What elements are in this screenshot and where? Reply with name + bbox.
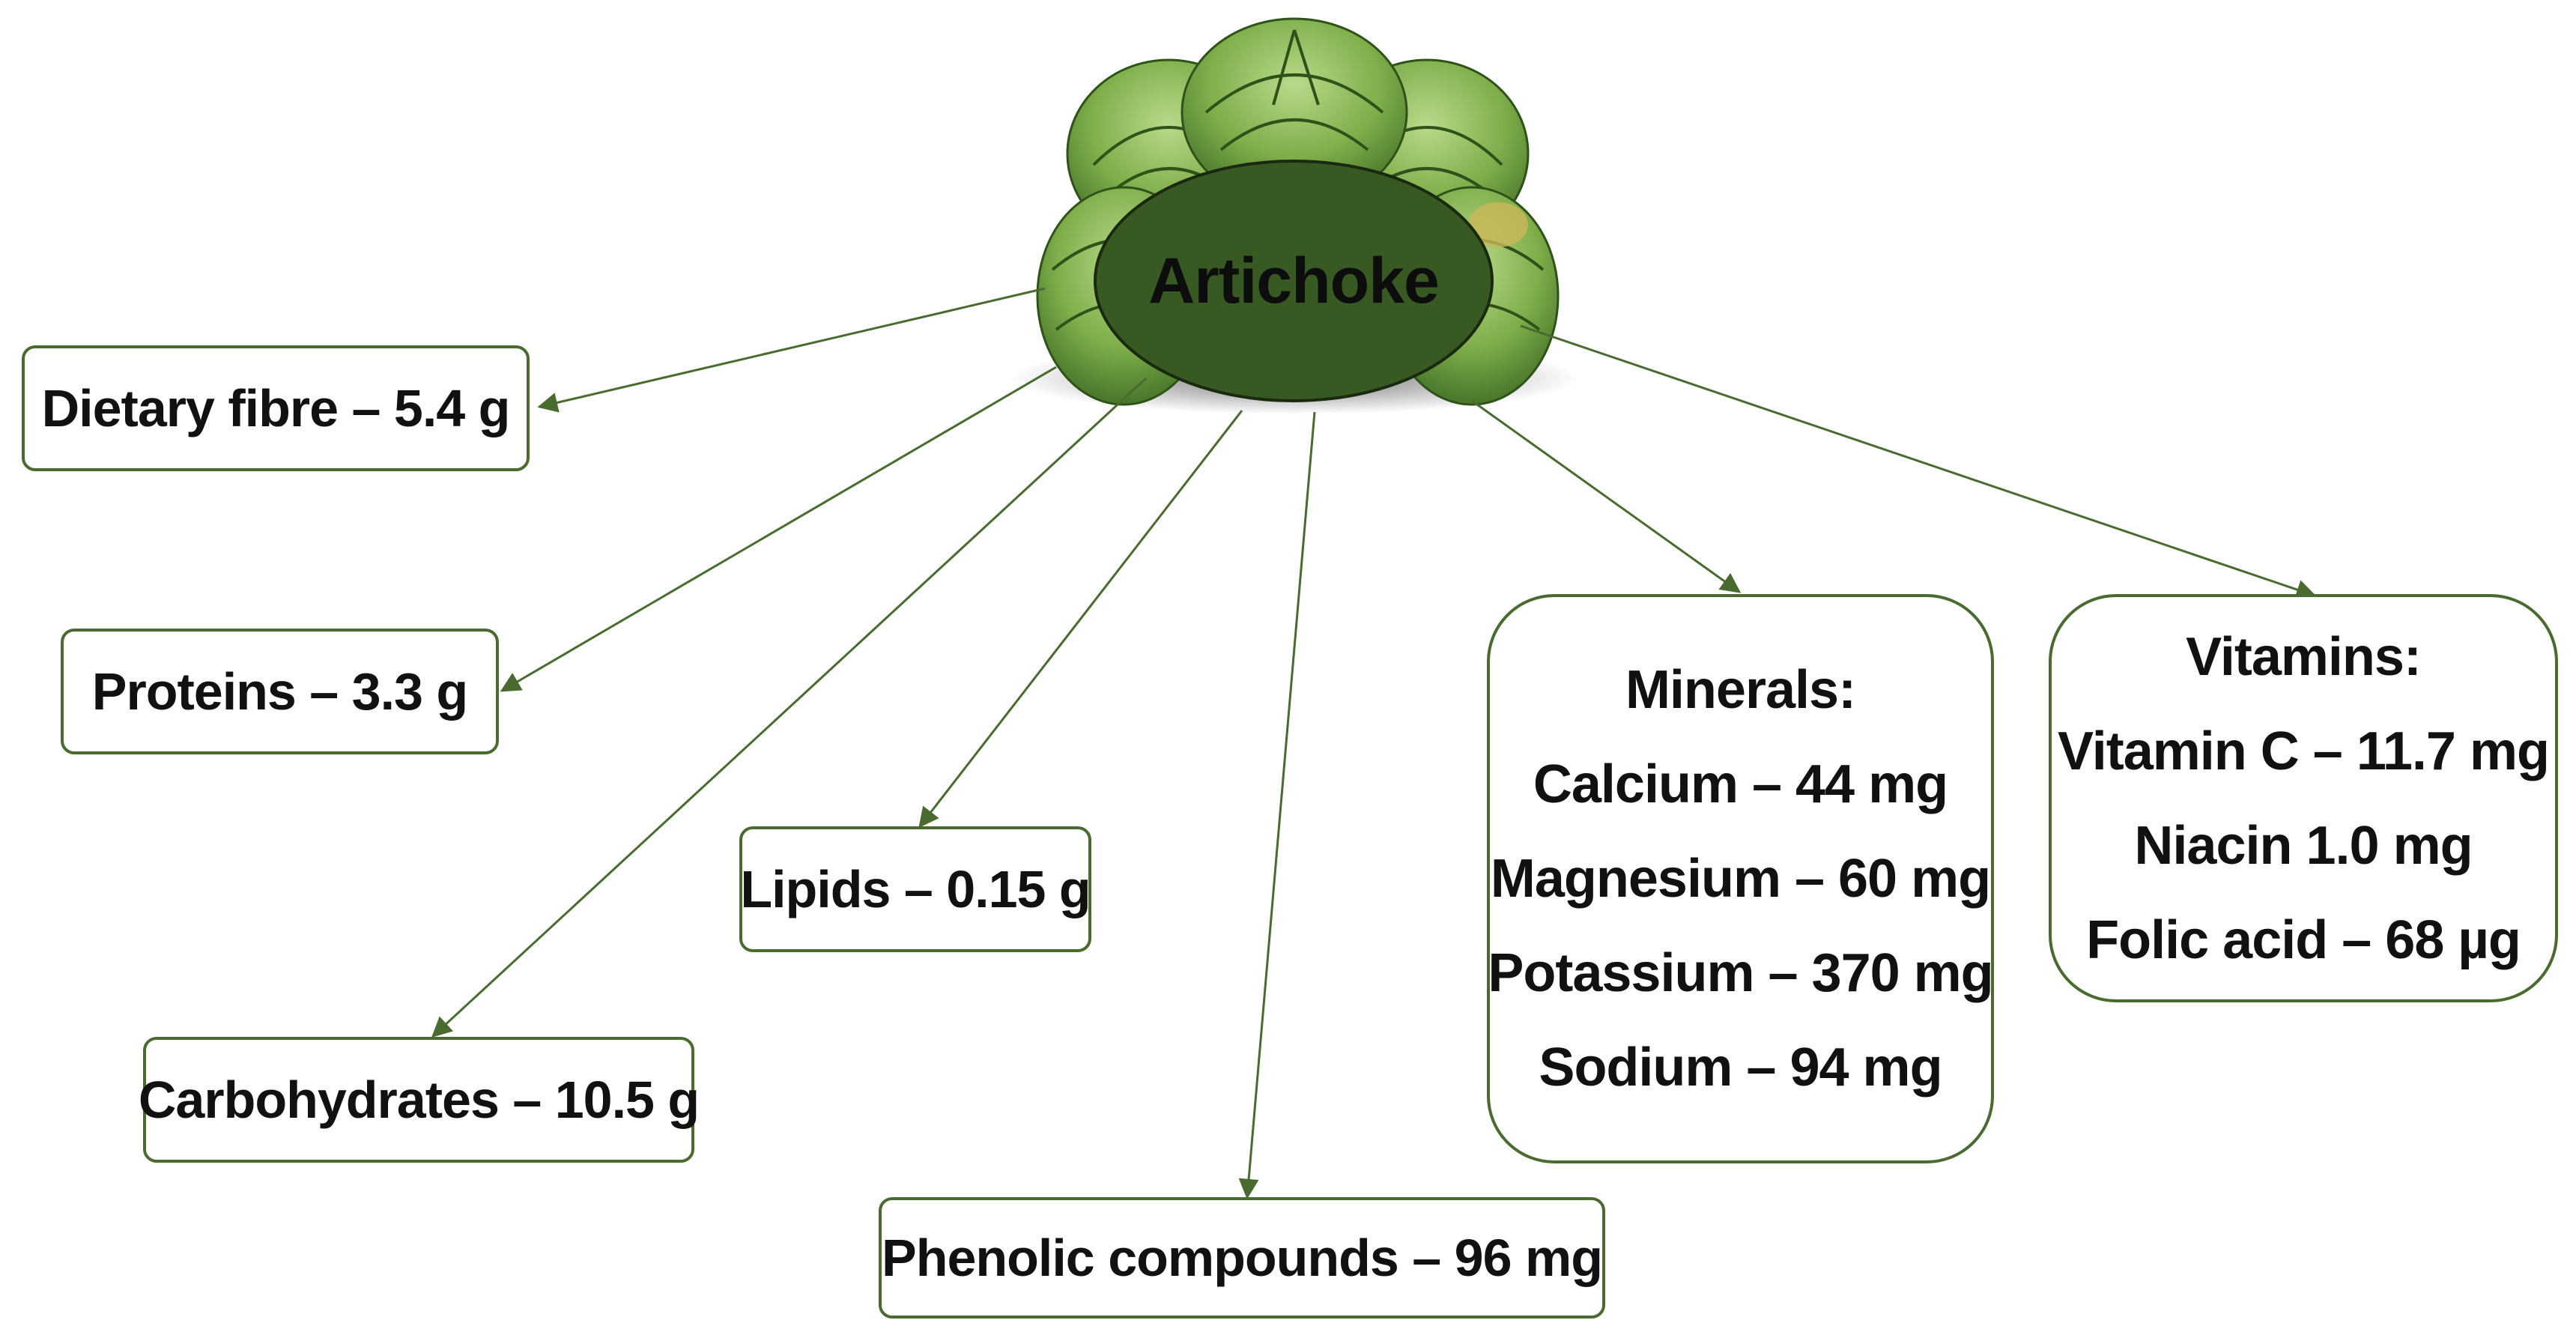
vitamins-heading: Vitamins: bbox=[2186, 626, 2422, 687]
arrow-to-carbohydrates bbox=[431, 377, 1148, 1038]
node-dietary-fibre-label: Dietary fibre – 5.4 g bbox=[41, 379, 511, 438]
node-proteins-label: Proteins – 3.3 g bbox=[91, 662, 468, 721]
node-dietary-fibre: Dietary fibre – 5.4 g bbox=[22, 345, 530, 471]
node-lipids: Lipids – 0.15 g bbox=[739, 826, 1091, 952]
arrow-to-lipids bbox=[918, 410, 1243, 829]
minerals-item: Magnesium – 60 mg bbox=[1490, 849, 1991, 909]
artichoke-head-center bbox=[1181, 17, 1408, 208]
minerals-item: Sodium – 94 mg bbox=[1539, 1038, 1942, 1098]
node-carbohydrates-label: Carbohydrates – 10.5 g bbox=[138, 1071, 700, 1129]
vitamins-item: Niacin 1.0 mg bbox=[2134, 815, 2473, 876]
node-phenolic-label: Phenolic compounds – 96 mg bbox=[882, 1229, 1603, 1287]
node-minerals: Minerals: Calcium – 44 mg Magnesium – 60… bbox=[1487, 594, 1994, 1163]
node-proteins: Proteins – 3.3 g bbox=[61, 629, 499, 754]
minerals-item: Calcium – 44 mg bbox=[1533, 754, 1948, 814]
node-vitamins: Vitamins: Vitamin C – 11.7 mg Niacin 1.0… bbox=[2049, 594, 2558, 1002]
minerals-heading: Minerals: bbox=[1625, 660, 1856, 720]
arrow-to-minerals bbox=[1471, 399, 1742, 593]
node-lipids-label: Lipids – 0.15 g bbox=[740, 860, 1091, 918]
connector-lines bbox=[431, 287, 2317, 1199]
center-title: Artichoke bbox=[1148, 244, 1440, 317]
arrow-to-vitamins bbox=[1520, 324, 2317, 599]
arrow-to-dietary-fibre bbox=[537, 287, 1046, 413]
center-ellipse bbox=[1094, 160, 1494, 402]
artichoke-image bbox=[1010, 17, 1579, 414]
node-phenolic-compounds: Phenolic compounds – 96 mg bbox=[879, 1197, 1605, 1319]
arrow-to-proteins bbox=[500, 366, 1057, 692]
node-carbohydrates: Carbohydrates – 10.5 g bbox=[139, 1037, 700, 1163]
arrow-to-phenolic bbox=[1238, 411, 1316, 1199]
vitamins-item: Vitamin C – 11.7 mg bbox=[2058, 721, 2550, 781]
minerals-item: Potassium – 370 mg bbox=[1488, 943, 1993, 1003]
vitamins-item: Folic acid – 68 µg bbox=[2086, 909, 2521, 970]
